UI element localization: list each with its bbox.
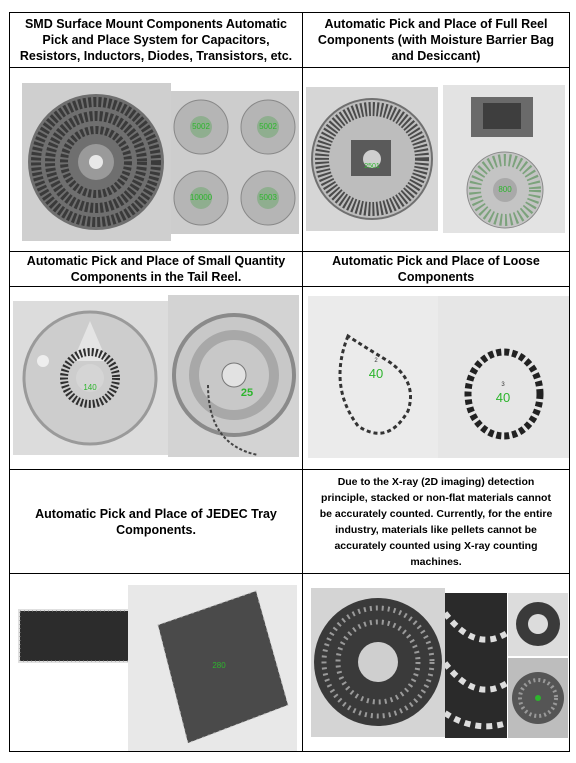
row-divider <box>10 251 569 252</box>
reel-count-label: 10000 <box>189 193 213 202</box>
xray-reel-with-bag-image: 800 <box>443 85 565 233</box>
xray-loose-components-image-1: 2 40 <box>308 296 443 458</box>
header-tail-reel: Automatic Pick and Place of Small Quanti… <box>26 254 286 284</box>
row-divider <box>10 573 569 574</box>
header-smd-components: SMD Surface Mount Components Automatic P… <box>19 17 293 63</box>
xray-pellet-reel-image <box>311 588 445 737</box>
loose-index-label: 2 <box>374 358 378 364</box>
loose-index-label: 3 <box>501 382 505 388</box>
xray-tail-reel-image: 140 <box>13 301 168 455</box>
xray-tail-reel-partial-image: 25 <box>168 295 299 457</box>
reel-count-label: 800 <box>498 185 512 194</box>
reel-count-label: 2501 <box>364 163 380 170</box>
tray-count-label: 280 <box>212 661 226 670</box>
xray-loose-components-image-2: 3 40 <box>438 296 569 458</box>
row-divider <box>10 469 569 470</box>
xray-jedec-tray-image: 280 <box>128 585 297 751</box>
column-divider <box>302 13 303 751</box>
row-divider <box>10 67 569 68</box>
header-loose-components: Automatic Pick and Place of Loose Compon… <box>332 254 540 284</box>
info-table: SMD Surface Mount Components Automatic P… <box>9 12 570 752</box>
loose-count-label: 40 <box>495 390 511 405</box>
row-divider <box>10 286 569 287</box>
xray-reel-image <box>22 83 171 241</box>
reel-count-label: 5002 <box>259 122 277 131</box>
xray-pellet-ring-image <box>508 593 568 656</box>
xray-limitation-note: Due to the X-ray (2D imaging) detection … <box>319 475 553 568</box>
xray-four-reels-image: 5002 5002 10000 5003 <box>171 91 299 234</box>
reel-count-label: 25 <box>240 387 254 399</box>
xray-pellet-closeup-image <box>445 593 507 738</box>
xray-full-reel-image: 2501 <box>306 87 438 231</box>
header-full-reel: Automatic Pick and Place of Full Reel Co… <box>317 17 555 63</box>
header-jedec-tray: Automatic Pick and Place of JEDEC Tray C… <box>35 506 277 537</box>
reel-count-label: 5002 <box>192 122 210 131</box>
xray-pellet-small-reel-image <box>508 658 568 738</box>
reel-count-label: 5003 <box>259 193 277 202</box>
xray-tray-strip-image <box>18 609 139 663</box>
reel-count-label: 140 <box>83 383 97 392</box>
loose-count-label: 40 <box>368 366 384 381</box>
